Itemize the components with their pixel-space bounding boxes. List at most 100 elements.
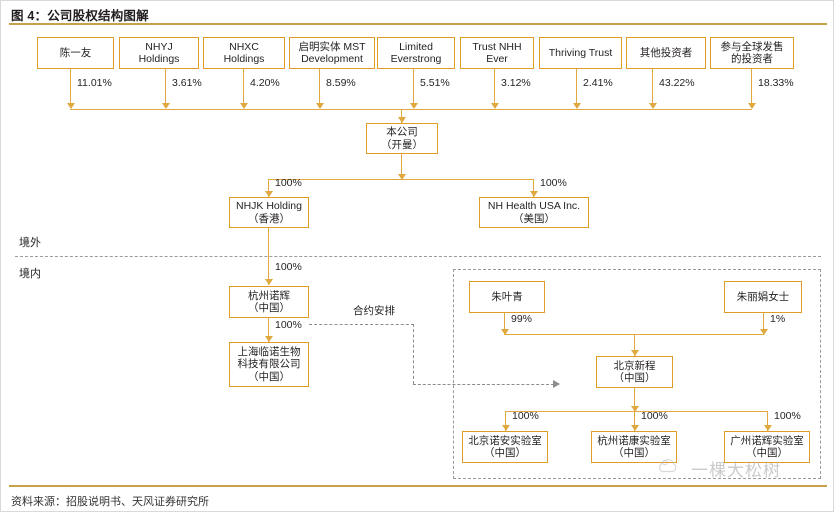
pct-shareholder-7: 43.22%: [659, 77, 695, 89]
zone-label-offshore: 境外: [19, 237, 41, 249]
pct-shareholder-1: 3.61%: [172, 77, 202, 89]
nh-health-usa-box: NH Health USA Inc.（美国）: [479, 197, 589, 228]
lab-label-1: 杭州诺康实验室（中国）: [597, 434, 671, 459]
connector-bus-to-company: [401, 109, 403, 123]
arrow-shareholder-7: [648, 103, 657, 109]
arrow-owner-0-down: [500, 329, 509, 335]
shareholder-box-7: 其他投资者: [626, 37, 706, 69]
connector-bus-to-beijing: [634, 334, 636, 356]
arrow-beijing-down: [630, 406, 639, 412]
arrow-to-nhhealth: [529, 191, 538, 197]
contract-arrow-icon: [553, 380, 560, 388]
shareholder-label-0: 陈一友: [59, 46, 92, 59]
arrow-lab-1: [630, 425, 639, 431]
arrow-shareholder-1: [161, 103, 170, 109]
vie-owner-box-1: 朱丽娟女士: [724, 281, 802, 313]
pct-nhhealth: 100%: [540, 177, 567, 189]
lab-label-2: 广州诺辉实验室（中国）: [730, 434, 804, 459]
connector-to-nhjk: [268, 179, 270, 197]
arrow-shareholder-0: [66, 103, 75, 109]
arrow-shareholder-2: [239, 103, 248, 109]
lab-label-0: 北京诺安实验室（中国）: [468, 434, 542, 459]
shareholder-label-6: Thriving Trust: [548, 46, 613, 59]
connector-company-down: [401, 154, 403, 180]
connector-shareholder-2: [243, 69, 245, 107]
shanghai-linnuo-label: 上海临诺生物科技有限公司（中国）: [237, 345, 301, 383]
connector-lab-1: [634, 411, 636, 431]
contract-line-segment-2: [413, 324, 414, 384]
contract-arrangement-label: 合约安排: [353, 305, 395, 317]
connector-shareholder-5: [494, 69, 496, 107]
connector-to-nhhealth: [533, 179, 535, 197]
beijing-xincheng-box: 北京新程（中国）: [596, 356, 673, 388]
arrow-owner-1-down: [759, 329, 768, 335]
vie-structure-panel: [453, 269, 821, 479]
connector-shareholder-7: [652, 69, 654, 107]
arrow-shareholder-8: [747, 103, 756, 109]
connector-lab-0: [505, 411, 507, 431]
arrow-to-nhjk: [264, 191, 273, 197]
pct-shareholder-8: 18.33%: [758, 77, 794, 89]
arrow-bus-to-company: [397, 117, 406, 123]
vie-owner-label-0: 朱叶青: [491, 290, 523, 303]
pct-shareholder-2: 4.20%: [250, 77, 280, 89]
nhjk-holding-label: NHJK Holding（香港）: [236, 200, 302, 225]
connector-shareholder-0: [70, 69, 72, 107]
page-title: 图 4：公司股权结构图解: [11, 9, 149, 23]
pct-shareholder-6: 2.41%: [583, 77, 613, 89]
pct-hangzhou: 100%: [275, 261, 302, 273]
arrow-hangzhou-to-shanghai: [264, 336, 273, 342]
shanghai-linnuo-box: 上海临诺生物科技有限公司（中国）: [229, 342, 309, 387]
pct-shareholder-0: 11.01%: [77, 77, 112, 89]
labs-bus-line: [505, 411, 767, 413]
nhjk-holding-box: NHJK Holding（香港）: [229, 197, 309, 228]
company-box: 本公司（开曼）: [366, 123, 438, 154]
pct-lab-2: 100%: [774, 410, 801, 422]
connector-shareholder-3: [319, 69, 321, 107]
source-divider: [9, 485, 827, 487]
vie-owner-box-0: 朱叶青: [469, 281, 545, 313]
company-label: 本公司（开曼）: [381, 126, 423, 151]
connector-shareholder-4: [413, 69, 415, 107]
title-divider: [9, 23, 827, 25]
arrow-shareholder-5: [490, 103, 499, 109]
beijing-xincheng-label: 北京新程（中国）: [613, 359, 656, 384]
shareholder-box-8: 参与全球发售的投资者: [710, 37, 794, 69]
watermark-text: 一棵大松树: [691, 461, 781, 480]
lab-box-2: 广州诺辉实验室（中国）: [724, 431, 810, 463]
connector-owner-0-down: [504, 313, 506, 335]
tier2-bus-line: [268, 179, 534, 181]
arrow-lab-0: [501, 425, 510, 431]
arrow-shareholder-3: [315, 103, 324, 109]
lab-box-0: 北京诺安实验室（中国）: [462, 431, 548, 463]
shareholder-box-0: 陈一友: [37, 37, 114, 69]
contract-line-segment-1: [309, 324, 414, 325]
pct-lab-0: 100%: [512, 410, 539, 422]
arrow-shareholder-4: [409, 103, 418, 109]
pct-shanghai: 100%: [275, 319, 302, 331]
zone-label-onshore: 境内: [19, 268, 41, 280]
pct-shareholder-5: 3.12%: [501, 77, 531, 89]
connector-shareholder-1: [165, 69, 167, 107]
connector-shareholder-6: [576, 69, 578, 107]
vie-owner-label-1: 朱丽娟女士: [736, 290, 790, 303]
shareholder-label-7: 其他投资者: [639, 46, 693, 59]
shareholder-bus-line: [70, 109, 752, 111]
arrow-bus-to-beijing: [630, 350, 639, 356]
connector-hangzhou-to-shanghai: [268, 318, 270, 342]
cloud-icon: [659, 459, 677, 473]
connector-beijing-down: [634, 388, 636, 412]
arrow-company-down: [397, 174, 406, 180]
pct-vie-owner-0: 99%: [511, 313, 533, 325]
shareholder-label-8: 参与全球发售的投资者: [720, 40, 784, 65]
